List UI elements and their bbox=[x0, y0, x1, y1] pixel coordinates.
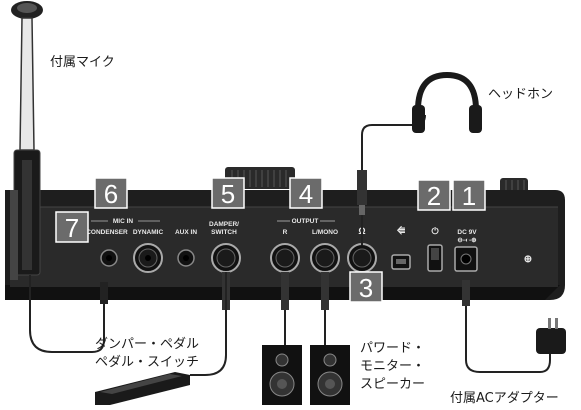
mic-cable bbox=[29, 275, 105, 353]
jacks bbox=[100, 243, 478, 273]
callout-monitor-3: スピーカー bbox=[360, 377, 425, 392]
label-aux-in: AUX IN bbox=[175, 229, 197, 236]
speaker-right bbox=[310, 345, 350, 405]
label-r: R bbox=[283, 229, 288, 236]
power-switch bbox=[427, 244, 443, 272]
dc-polarity-icon: ⊖-◐-⊕ bbox=[457, 237, 477, 244]
callout-monitor-2: モニター・ bbox=[360, 359, 425, 374]
callout-pedal-2: ペダル・スイッチ bbox=[95, 355, 199, 370]
callout-mic: 付属マイク bbox=[50, 55, 115, 70]
callout-adapter: 付属ACアダプター bbox=[450, 391, 559, 406]
label-damper: DAMPER/ bbox=[209, 221, 239, 228]
svg-text:7: 7 bbox=[65, 213, 79, 243]
badge-5: 5 bbox=[211, 177, 245, 209]
usb-port bbox=[391, 254, 411, 270]
callout-headphones: ヘッドホン bbox=[488, 87, 553, 102]
panel-labels: MIC IN CONDENSER DYNAMIC AUX IN DAMPER/ … bbox=[86, 218, 532, 265]
phones-jack bbox=[347, 243, 377, 273]
label-dc: DC 9V bbox=[457, 229, 477, 236]
badge-2: 2 bbox=[417, 179, 451, 211]
label-mic-in: MIC IN bbox=[113, 218, 134, 225]
badge-1: 1 bbox=[452, 179, 486, 211]
label-condenser: CONDENSER bbox=[86, 229, 128, 236]
dc-in-jack bbox=[454, 246, 478, 272]
label-lmono: L/MONO bbox=[312, 229, 338, 236]
microphone bbox=[10, 1, 43, 280]
svg-text:2: 2 bbox=[427, 181, 441, 211]
svg-text:6: 6 bbox=[104, 179, 118, 209]
condenser-jack bbox=[100, 249, 118, 267]
mic-plug bbox=[100, 282, 108, 304]
dynamic-jack bbox=[133, 243, 163, 273]
ground-icon: ⊕ bbox=[524, 254, 532, 265]
badge-4: 4 bbox=[289, 177, 323, 209]
label-dynamic: DYNAMIC bbox=[133, 229, 164, 236]
callout-monitor-1: パワード・ bbox=[360, 341, 425, 356]
damper-jack bbox=[211, 243, 241, 273]
speaker-left bbox=[262, 345, 302, 405]
badge-6: 6 bbox=[94, 177, 128, 209]
badge-7: 7 bbox=[55, 211, 89, 243]
damper-pedal bbox=[95, 372, 190, 405]
aux-in-jack bbox=[177, 249, 195, 267]
callout-pedal-1: ダンパー・ペダル bbox=[95, 337, 199, 352]
power-icon: ⏻ bbox=[431, 226, 439, 236]
svg-text:1: 1 bbox=[462, 181, 476, 211]
label-switch: SWITCH bbox=[211, 229, 237, 236]
cables bbox=[190, 114, 551, 376]
svg-text:5: 5 bbox=[221, 179, 235, 209]
badge-3: 3 bbox=[349, 271, 383, 303]
svg-text:3: 3 bbox=[359, 273, 373, 303]
svg-text:4: 4 bbox=[299, 179, 313, 209]
headphones bbox=[412, 71, 482, 133]
output-l-jack bbox=[310, 243, 340, 273]
output-r-jack bbox=[270, 243, 300, 273]
label-output: OUTPUT bbox=[292, 218, 319, 225]
usb-icon: ⭅ bbox=[396, 226, 405, 236]
ac-adapter bbox=[536, 318, 566, 354]
